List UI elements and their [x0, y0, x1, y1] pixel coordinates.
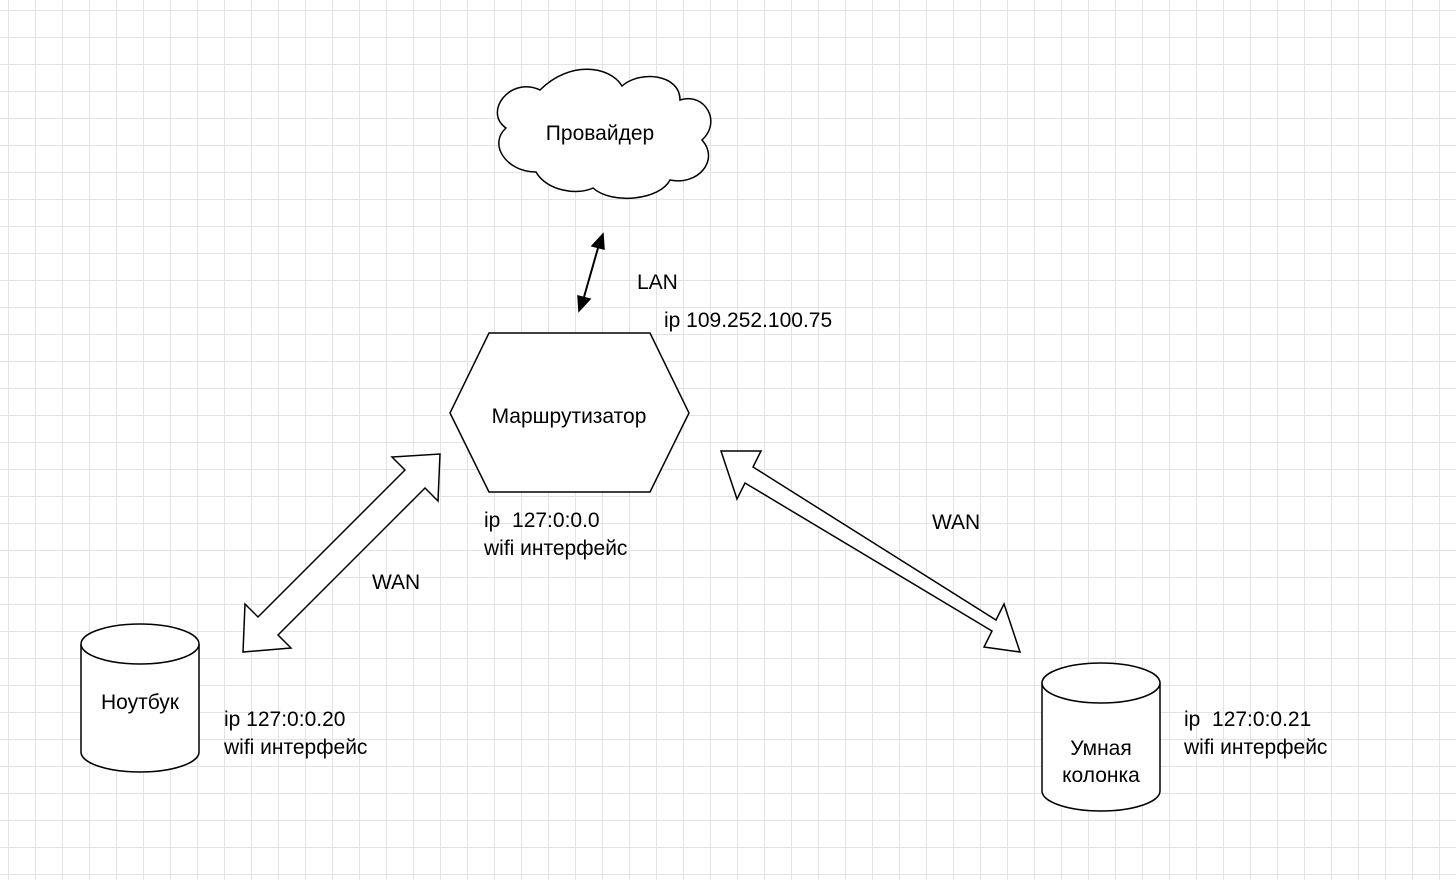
- router-label: Маршрутизатор: [491, 405, 647, 428]
- speaker-ip: ip 127:0:0.21: [1184, 708, 1312, 731]
- laptop-cylinder-shape[interactable]: [80, 623, 200, 773]
- wan-left-link-arrow[interactable]: [242, 453, 441, 653]
- laptop-interface: wifi интерфейс: [224, 736, 368, 759]
- router-ip: ip 127:0:0.0: [484, 509, 600, 532]
- router-interface: wifi интерфейс: [484, 537, 628, 560]
- speaker-cylinder-shape[interactable]: [1041, 662, 1161, 812]
- speaker-label-line2: колонка: [1062, 764, 1140, 787]
- laptop-ip: ip 127:0:0.20: [224, 708, 346, 731]
- router-external-ip: ip 109.252.100.75: [664, 309, 833, 332]
- speaker-interface: wifi интерфейс: [1184, 736, 1328, 759]
- lan-label: LAN: [637, 271, 678, 294]
- speaker-label-line1: Умная: [1070, 737, 1132, 760]
- wan-right-label: WAN: [932, 511, 981, 534]
- laptop-label: Ноутбук: [101, 691, 179, 714]
- lan-link-arrow[interactable]: [577, 232, 605, 313]
- provider-label: Провайдер: [545, 122, 655, 145]
- router-hexagon-shape[interactable]: [449, 332, 690, 493]
- provider-cloud-shape[interactable]: [496, 68, 712, 200]
- wan-left-label: WAN: [372, 571, 421, 594]
- wan-right-link-arrow[interactable]: [719, 450, 1022, 653]
